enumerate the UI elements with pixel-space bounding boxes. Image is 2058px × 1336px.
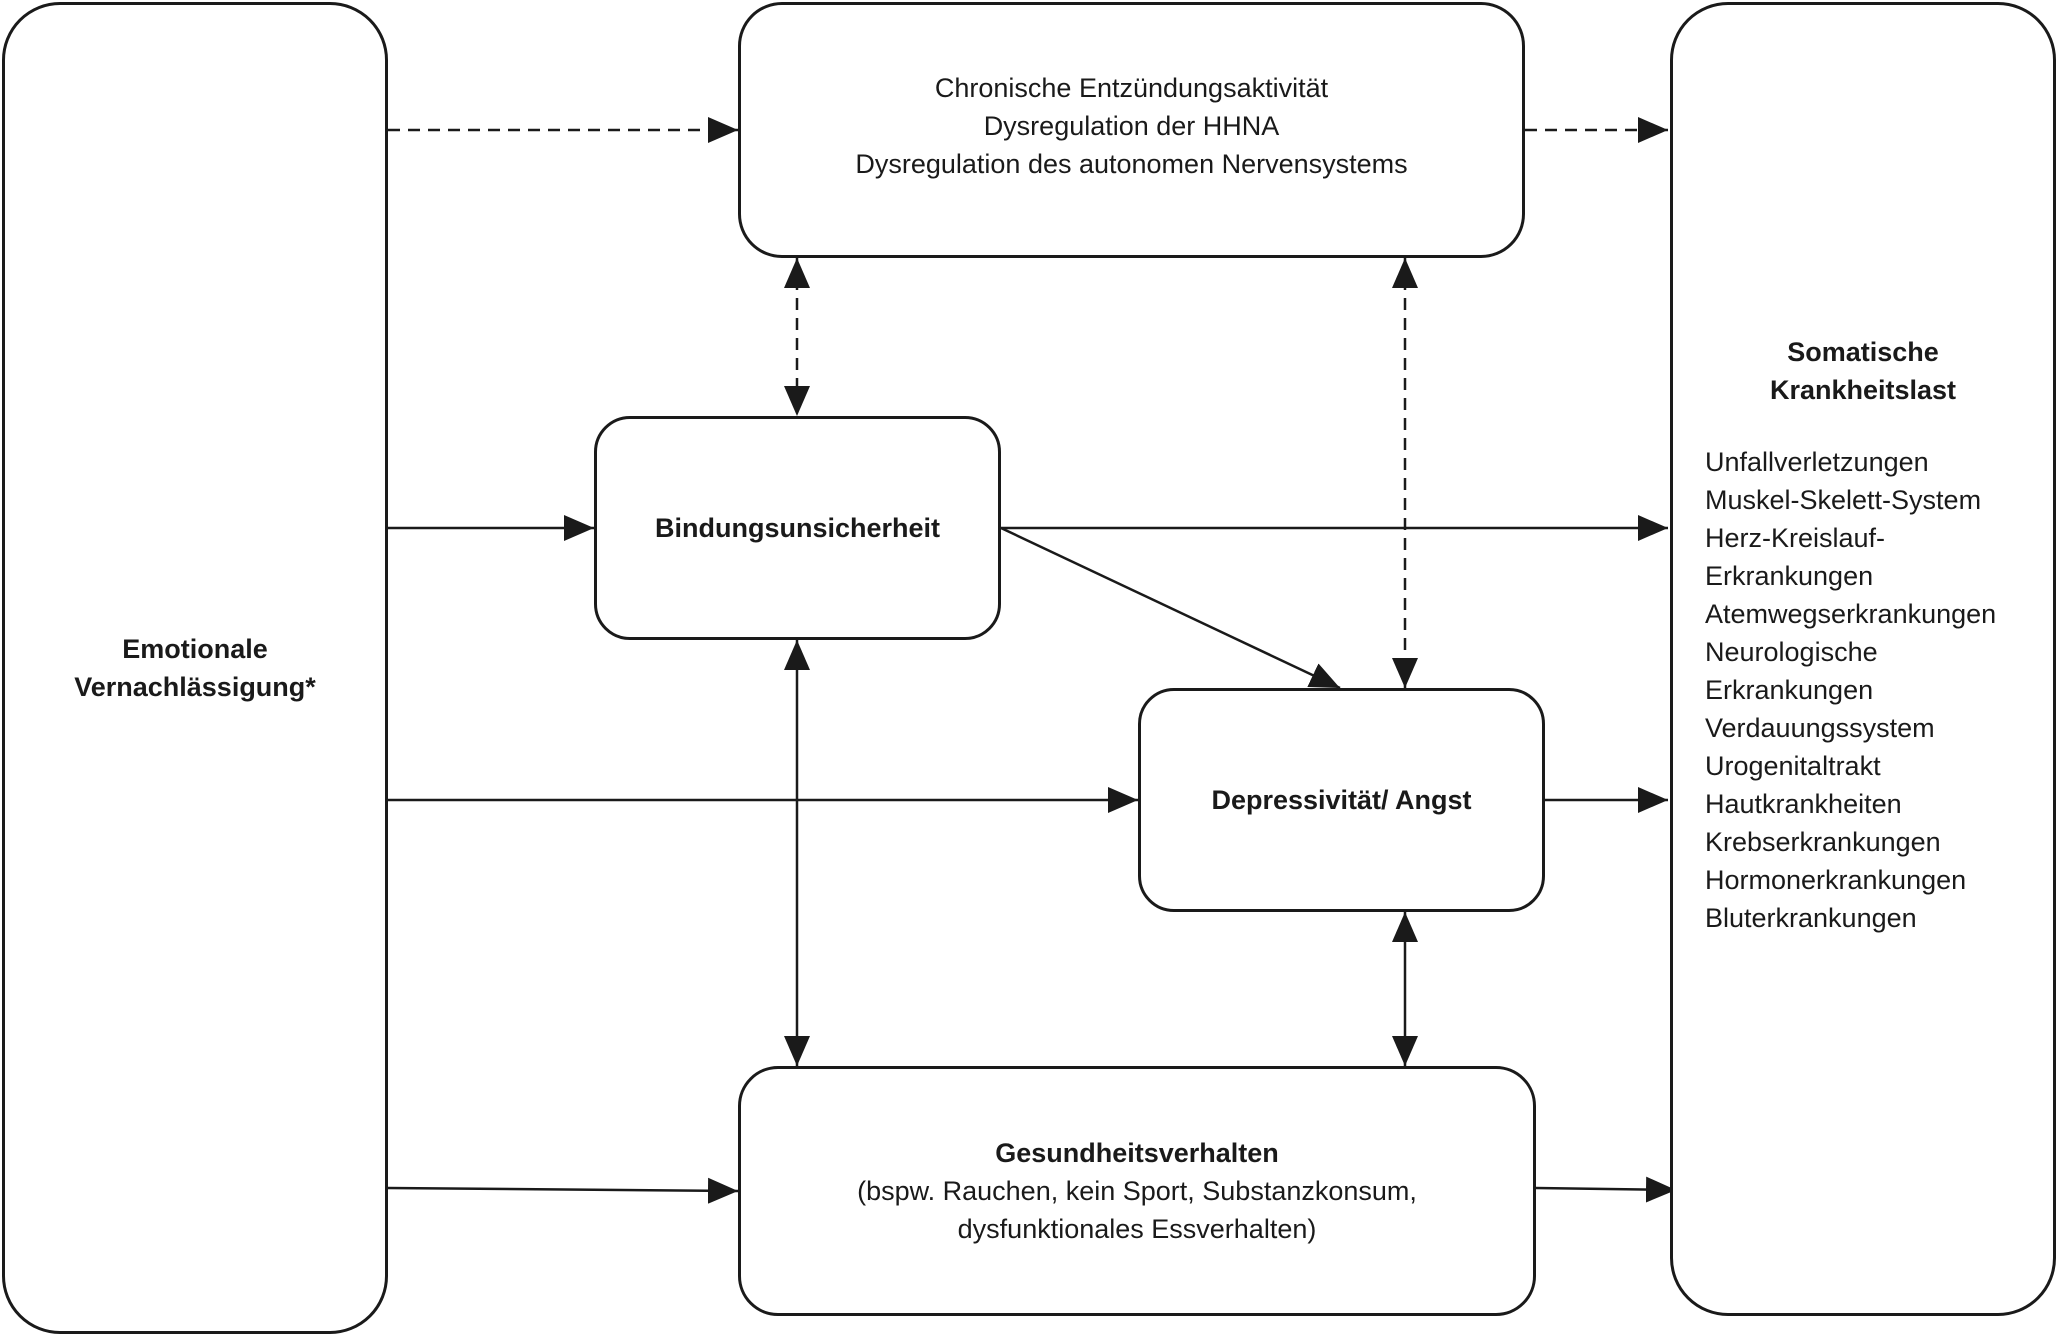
list-item: Verdauungssystem (1705, 713, 1935, 743)
physio-line3: Dysregulation des autonomen Nervensystem… (855, 149, 1408, 179)
somatic-title-line2: Krankheitslast (1769, 375, 1957, 405)
box-attachment-insecurity: Bindungsunsicherheit (594, 416, 1001, 640)
list-item: Urogenitaltrakt (1705, 751, 1881, 781)
list-item: Hautkrankheiten (1705, 789, 1902, 819)
list-item: Unfallverletzungen (1705, 447, 1929, 477)
box-depression-anxiety: Depressivität/ Angst (1138, 688, 1545, 912)
list-item: Muskel-Skelett-System (1705, 485, 1982, 515)
list-item: Neurologische (1705, 637, 1878, 667)
health-title: Gesundheitsverhalten (995, 1138, 1279, 1168)
box-somatic-burden: Somatische Krankheitslast Unfallverletzu… (1670, 2, 2056, 1316)
neglect-label-line2: Vernachlässigung* (74, 672, 316, 702)
attachment-label: Bindungsunsicherheit (654, 513, 941, 543)
depression-label: Depressivität/ Angst (1211, 785, 1472, 815)
somatic-title-line1: Somatische (1787, 337, 1939, 367)
list-item: Bluterkrankungen (1705, 903, 1917, 933)
somatic-disease-list: Unfallverletzungen Muskel-Skelett-System… (1705, 443, 1996, 937)
arrow-neglect-to-health (387, 1177, 739, 1204)
physio-line2: Dysregulation der HHNA (983, 111, 1280, 141)
list-item: Krebserkrankungen (1705, 827, 1941, 857)
list-item: Herz-Kreislauf- (1705, 523, 1886, 553)
box-health-behavior: Gesundheitsverhalten (bspw. Rauchen, kei… (738, 1066, 1536, 1316)
physio-line1: Chronische Entzündungsaktivität (934, 73, 1329, 103)
health-line3: dysfunktionales Essverhalten) (957, 1214, 1317, 1244)
box-emotional-neglect: Emotionale Vernachlässigung* (2, 2, 388, 1334)
list-item: Erkrankungen (1705, 561, 1874, 591)
health-line2: (bspw. Rauchen, kein Sport, Substanzkons… (857, 1176, 1417, 1206)
box-physiological: Chronische Entzündungsaktivität Dysregul… (738, 2, 1525, 258)
list-item: Hormonerkrankungen (1705, 865, 1967, 895)
neglect-label-line1: Emotionale (122, 634, 268, 664)
list-item: Atemwegserkrankungen (1705, 599, 1997, 629)
arrow-health-to-somatic (1535, 1176, 1677, 1203)
arrow-attachment-to-depression (1000, 526, 1341, 690)
list-item: Erkrankungen (1705, 675, 1874, 705)
